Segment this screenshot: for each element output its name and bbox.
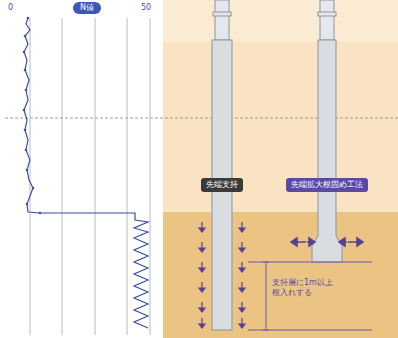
enlarged-base-pile: [312, 0, 342, 262]
downward-arrows: [199, 222, 245, 328]
dimension-bracket: [248, 262, 372, 330]
method-label-box: 先端支持: [201, 178, 243, 192]
node-text: 先端拡大根固め工法: [291, 180, 363, 190]
axis-value: 50: [141, 3, 151, 13]
sideways-arrows: [291, 238, 363, 246]
axis-value: 0: [8, 3, 13, 13]
method-label-box: 先端拡大根固め工法: [286, 178, 368, 192]
ground-layer: [163, 0, 398, 42]
graph-grid: [30, 18, 150, 335]
n-value-points: [23, 17, 42, 215]
dimension-note: 支持層に1m以上根入れする: [272, 278, 338, 298]
n-value-plot: [24, 18, 148, 328]
bearing-layer: [163, 212, 398, 338]
straight-pile: [212, 0, 232, 330]
node-text: 先端支持: [206, 180, 238, 190]
ground-layer: [163, 42, 398, 212]
axis-label-pill: N値: [73, 2, 101, 14]
node-text: N値: [80, 3, 94, 13]
water-level-line: [5, 117, 398, 118]
